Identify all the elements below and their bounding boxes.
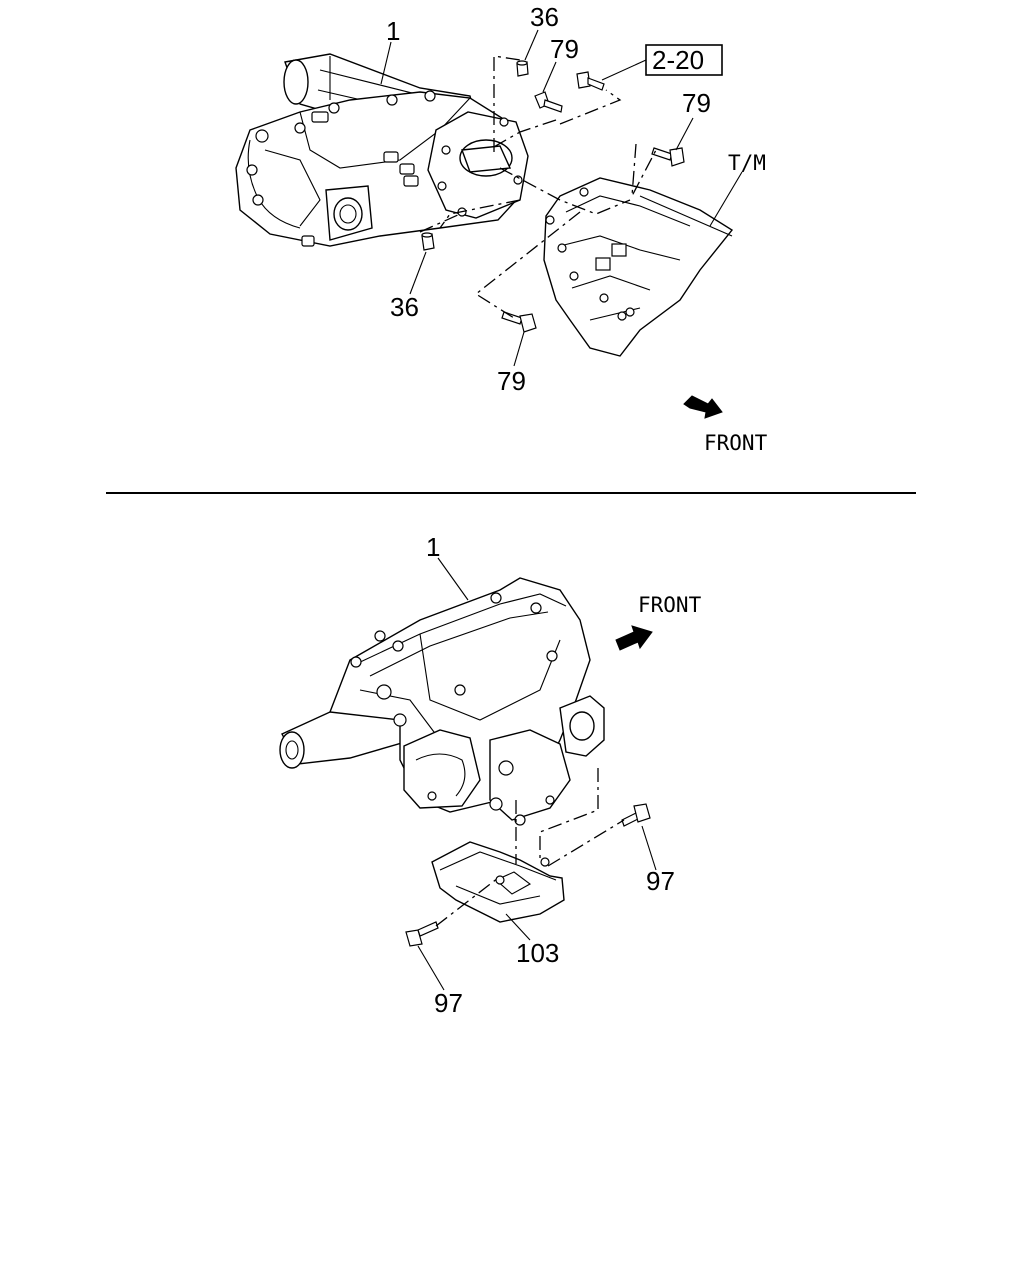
bolt-79-top [534, 91, 563, 113]
transfer-case-assembly-top [235, 53, 529, 247]
front-label-top: FRONT [704, 431, 768, 455]
leader-part-103 [505, 913, 531, 941]
leader-bolt-79-bottom [513, 331, 525, 367]
leader-ref-2-20 [601, 59, 647, 81]
leader-pin-36-bottom [409, 251, 427, 295]
bolt-79-bottom [501, 311, 537, 333]
dowel-pin-36-bottom [421, 232, 435, 251]
callout-tm: T/M [728, 151, 766, 175]
dowel-pin-36-top [516, 60, 529, 77]
callout-bolt-79-right: 79 [682, 88, 711, 118]
callout-part-1-bottom: 1 [426, 532, 440, 562]
bolt-ref-2-20 [576, 71, 605, 91]
top-view: 1 36 79 2-20 79 T/M 36 79 FRONT [235, 2, 768, 455]
callout-bolt-79-bottom: 79 [497, 366, 526, 396]
leader-tm [709, 171, 743, 227]
leader-part-1-top [380, 41, 392, 85]
callout-part-103: 103 [516, 938, 559, 968]
leader-bolt-97-right [641, 825, 657, 871]
assembly-lines-bottom [435, 768, 625, 927]
ref-box-outline [645, 44, 723, 76]
callout-part-1-top: 1 [386, 16, 400, 46]
bolt-79-right [651, 147, 685, 167]
callout-pin-36-top: 36 [530, 2, 559, 32]
leader-bolt-79-top [542, 61, 557, 93]
bolt-97-left [405, 921, 439, 947]
bottom-view: 1 FRONT 97 103 97 [279, 532, 702, 1018]
front-arrow-bottom [615, 625, 653, 651]
bolt-97-right [621, 803, 651, 827]
callout-bolt-79-top: 79 [550, 34, 579, 64]
callout-pin-36-bottom: 36 [390, 292, 419, 322]
leader-part-1-bottom [437, 557, 469, 601]
front-label-bottom: FRONT [638, 593, 702, 617]
front-arrow-top [683, 395, 723, 419]
callout-ref-2-20: 2-20 [652, 45, 704, 75]
leader-bolt-97-left [417, 945, 445, 991]
skid-plate-103 [431, 841, 565, 923]
assembly-lines-top [419, 55, 657, 319]
leader-bolt-79-right [675, 117, 694, 151]
callout-bolt-97-right: 97 [646, 866, 675, 896]
callout-bolt-97-left: 97 [434, 988, 463, 1018]
leader-pin-36-top [524, 29, 539, 61]
transmission-partial [543, 177, 734, 357]
transfer-case-assembly-bottom [279, 577, 605, 826]
